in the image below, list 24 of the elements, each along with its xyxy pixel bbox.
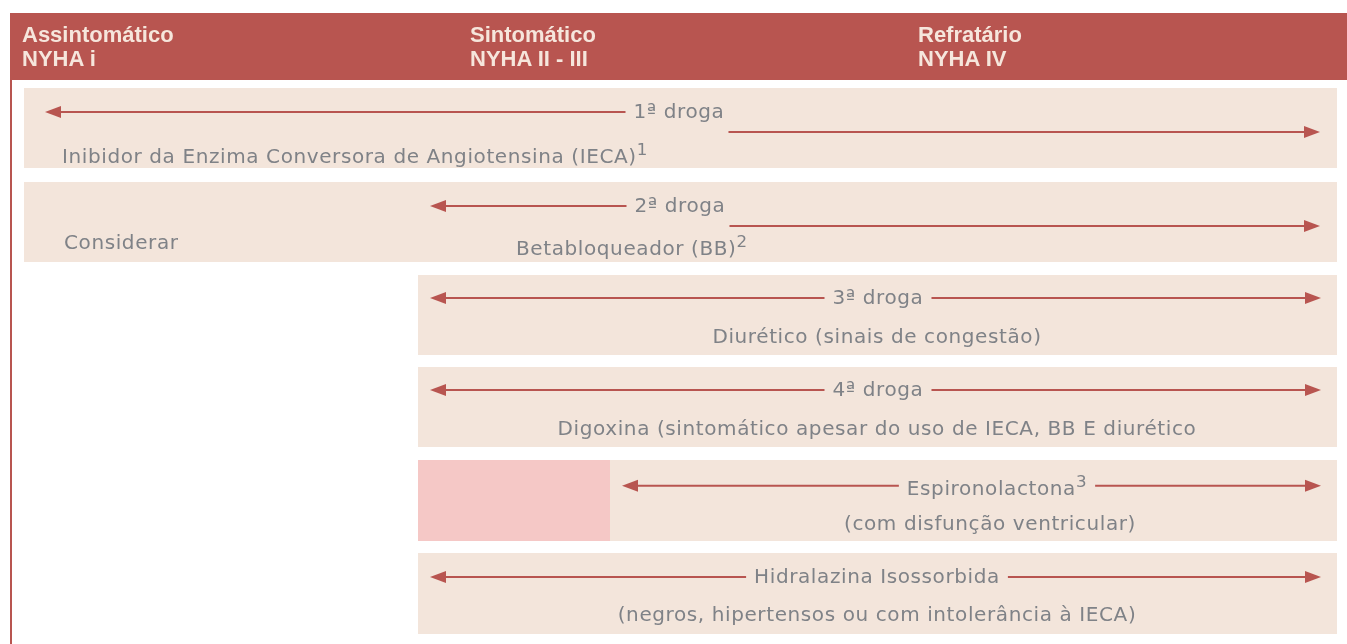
row-band [418,553,1337,634]
description-text: (com disfunção ventricular) [844,511,1136,535]
column-heading: Sintomático NYHA II - III [470,23,597,71]
description-text: Digoxina (sintomático apesar do uso de IECA, BB E diurético [557,416,1197,440]
column-heading: Assintomático NYHA i [22,23,175,71]
drug-label: 2ª droga [634,193,726,217]
drug-label: 1ª droga [633,99,725,123]
column-heading: Refratário NYHA IV [918,23,1023,71]
drug-label: Espironolactona$^{3}$ [906,471,1088,500]
row-band [24,182,1337,262]
drug-label: 4ª droga [832,377,924,401]
row-band [418,367,1337,447]
description-text: Considerar [64,230,179,254]
description-text: Inibidor da Enzima Conversora de Angiotensina (IECA)$^{1}$ [62,139,648,168]
description-text: Betabloqueador (BB)$^{2}$ [516,231,748,260]
drug-label: Hidralazina Isossorbida [754,564,1000,588]
row-band [418,460,1337,541]
description-text: Diurético (sinais de congestão) [712,324,1042,348]
header-band [10,13,1347,80]
row-band [24,88,1337,168]
highlight-block [418,460,610,541]
row-band [418,275,1337,355]
description-text: (negros, hipertensos ou com intolerância à IECA) [617,602,1137,626]
drug-label: 3ª droga [832,285,924,309]
